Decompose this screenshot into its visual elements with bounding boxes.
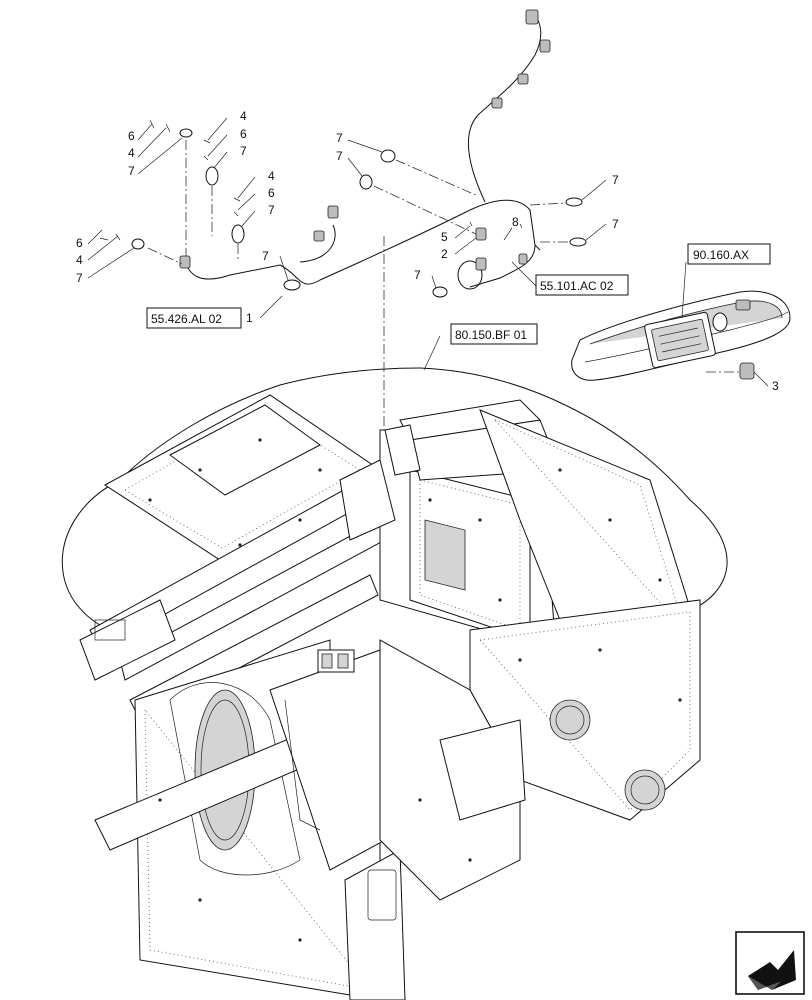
alignment-lines: [147, 140, 740, 430]
ref-box-harness-main: [146, 307, 242, 329]
wiring-harness: [179, 9, 551, 290]
ref-harness-light: 55.101.AC 02: [540, 279, 614, 293]
machine-body: [79, 394, 701, 1000]
reference-boxes: 55.426.AL 02 55.101.AC 02 80.150.BF 01 9…: [146, 243, 771, 345]
hardware-ties: [99, 119, 587, 298]
callout-4: 4: [76, 253, 83, 267]
ref-panel-area: 80.150.BF 01: [455, 328, 527, 342]
callout-7: 7: [128, 164, 135, 178]
callout-4: 4: [268, 169, 275, 183]
callout-6: 6: [240, 127, 247, 141]
callout-7: 7: [268, 203, 275, 217]
callout-labels: 6 4 7 4 6 7 4 6 7 6 4 7 7 7 7 7 7 7 5 2 …: [76, 109, 779, 393]
cab-light-lamp: [571, 290, 791, 387]
callout-7: 7: [612, 217, 619, 231]
callout-7: 7: [76, 271, 83, 285]
callout-5: 5: [441, 230, 448, 244]
ref-box-lamp: [687, 243, 771, 265]
leader-lines: [87, 117, 687, 371]
callout-4: 4: [128, 146, 135, 160]
callout-4: 4: [240, 109, 247, 123]
callout-7: 7: [414, 268, 421, 282]
callout-6: 6: [76, 236, 83, 250]
next-page-arrow-icon[interactable]: [735, 931, 805, 995]
callout-7: 7: [262, 249, 269, 263]
callout-2: 2: [441, 247, 448, 261]
callout-7: 7: [240, 144, 247, 158]
callout-7: 7: [336, 131, 343, 145]
callout-6: 6: [128, 129, 135, 143]
callout-6: 6: [268, 186, 275, 200]
ref-lamp: 90.160.AX: [693, 248, 749, 262]
callout-8: 8: [512, 215, 519, 229]
ref-box-panel-area: [450, 323, 538, 345]
callout-7: 7: [336, 149, 343, 163]
callout-7: 7: [612, 173, 619, 187]
callout-1: 1: [246, 311, 253, 325]
ref-box-harness-light: [535, 274, 629, 296]
ref-harness-main: 55.426.AL 02: [151, 312, 222, 326]
callout-3: 3: [772, 379, 779, 393]
